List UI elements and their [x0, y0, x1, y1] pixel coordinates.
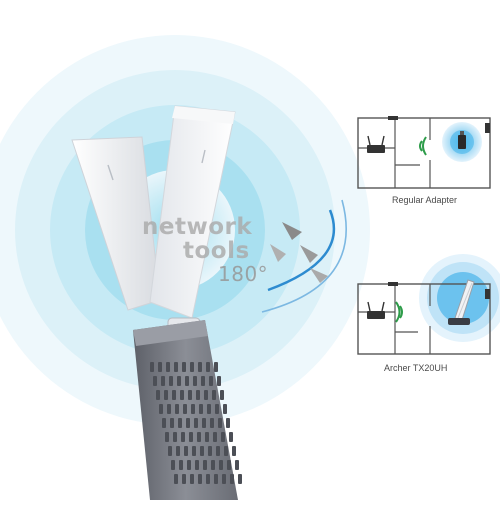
- vent-slot: [196, 390, 200, 400]
- vent-slot: [184, 446, 188, 456]
- adapter-body: [133, 320, 242, 500]
- vent-slot: [180, 390, 184, 400]
- vent-slot: [181, 432, 185, 442]
- vent-slot: [220, 390, 224, 400]
- vent-slot: [158, 362, 162, 372]
- vent-slot: [189, 432, 193, 442]
- vent-slot: [194, 418, 198, 428]
- vent-slot: [188, 390, 192, 400]
- regular-adapter-diagram: [357, 116, 491, 189]
- vent-slot: [206, 474, 210, 484]
- vent-slot: [216, 446, 220, 456]
- vent-slot: [206, 362, 210, 372]
- vent-slot: [161, 376, 165, 386]
- vent-slot: [162, 418, 166, 428]
- vent-slot: [182, 362, 186, 372]
- vent-slot: [211, 460, 215, 470]
- watermark-tools: tools: [183, 238, 250, 264]
- vent-slot: [202, 418, 206, 428]
- vent-slot: [156, 390, 160, 400]
- vent-grille: [150, 362, 242, 484]
- vent-slot: [209, 376, 213, 386]
- vent-slot: [201, 376, 205, 386]
- vent-slot: [230, 474, 234, 484]
- vent-slot: [185, 376, 189, 386]
- watermark-network: network: [142, 214, 253, 240]
- vent-slot: [227, 460, 231, 470]
- caption-regular-adapter: Regular Adapter: [392, 195, 458, 205]
- vent-slot: [191, 404, 195, 414]
- archer-adapter-icon: [448, 279, 475, 325]
- vent-slot: [213, 432, 217, 442]
- vent-slot: [205, 432, 209, 442]
- vent-slot: [210, 418, 214, 428]
- vent-slot: [207, 404, 211, 414]
- archer-diagram: [357, 254, 500, 355]
- vent-slot: [187, 460, 191, 470]
- vent-slot: [159, 404, 163, 414]
- router-icon: [367, 301, 385, 319]
- vent-slot: [226, 418, 230, 428]
- vent-slot: [169, 376, 173, 386]
- vent-slot: [238, 474, 242, 484]
- vent-slot: [164, 390, 168, 400]
- vent-slot: [186, 418, 190, 428]
- vent-slot: [190, 362, 194, 372]
- vent-slot: [168, 446, 172, 456]
- vent-slot: [203, 460, 207, 470]
- vent-slot: [222, 474, 226, 484]
- vent-slot: [214, 362, 218, 372]
- vent-slot: [204, 390, 208, 400]
- vent-slot: [223, 404, 227, 414]
- vent-slot: [165, 432, 169, 442]
- vent-slot: [192, 446, 196, 456]
- caption-archer-tx20uh: Archer TX20UH: [384, 363, 448, 373]
- vent-slot: [174, 362, 178, 372]
- wifi-signal-icon: [419, 136, 427, 156]
- vent-slot: [172, 390, 176, 400]
- vent-slot: [221, 432, 225, 442]
- vent-slot: [197, 432, 201, 442]
- router-icon: [367, 135, 385, 153]
- vent-slot: [229, 432, 233, 442]
- vent-slot: [182, 474, 186, 484]
- usb-adapter-icon: [458, 131, 466, 149]
- vent-slot: [167, 404, 171, 414]
- vent-slot: [218, 418, 222, 428]
- vent-slot: [166, 362, 170, 372]
- vent-slot: [174, 474, 178, 484]
- vent-slot: [183, 404, 187, 414]
- vent-slot: [235, 460, 239, 470]
- vent-slot: [212, 390, 216, 400]
- vent-slot: [177, 376, 181, 386]
- vent-slot: [190, 474, 194, 484]
- wifi-signal-icon: [395, 301, 403, 323]
- vent-slot: [150, 362, 154, 372]
- vent-slot: [193, 376, 197, 386]
- vent-slot: [153, 376, 157, 386]
- vent-slot: [215, 404, 219, 414]
- vent-slot: [198, 474, 202, 484]
- vent-slot: [208, 446, 212, 456]
- vent-slot: [173, 432, 177, 442]
- vent-slot: [219, 460, 223, 470]
- vent-slot: [170, 418, 174, 428]
- vent-slot: [224, 446, 228, 456]
- vent-slot: [232, 446, 236, 456]
- vent-slot: [214, 474, 218, 484]
- rotation-degree-label: 180°: [218, 262, 269, 286]
- vent-slot: [198, 362, 202, 372]
- vent-slot: [195, 460, 199, 470]
- vent-slot: [176, 446, 180, 456]
- vent-slot: [200, 446, 204, 456]
- vent-slot: [171, 460, 175, 470]
- rotation-indicator: [261, 199, 347, 313]
- vent-slot: [175, 404, 179, 414]
- vent-slot: [178, 418, 182, 428]
- vent-slot: [217, 376, 221, 386]
- vent-slot: [199, 404, 203, 414]
- vent-slot: [179, 460, 183, 470]
